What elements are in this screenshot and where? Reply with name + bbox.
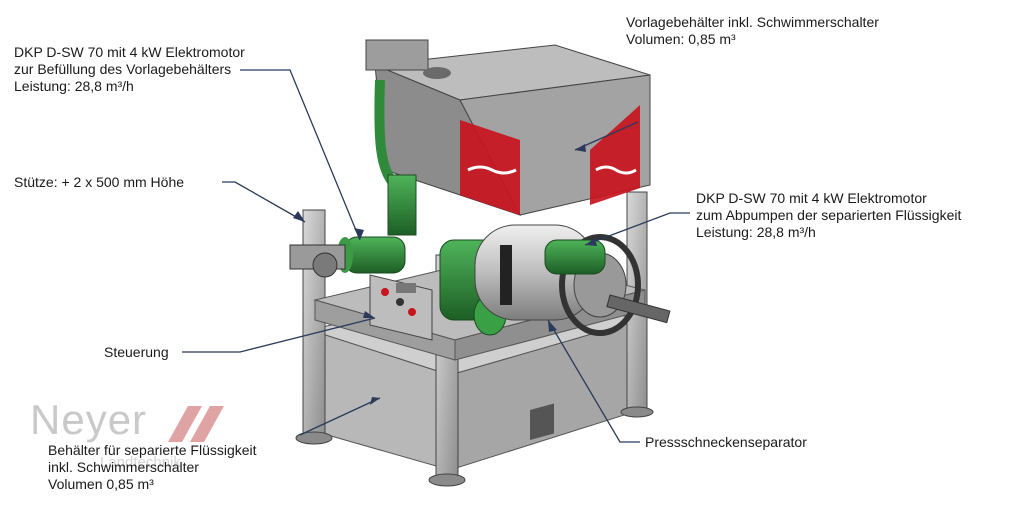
label-tank-bottom-line2: inkl. Schwimmerschalter	[48, 459, 199, 475]
label-separator: Pressschneckenseparator	[645, 434, 807, 450]
label-motor-fill: DKP D-SW 70 mit 4 kW Elektromotor zur Be…	[14, 44, 245, 95]
leader-control	[182, 317, 376, 353]
leg-front-left	[302, 209, 326, 439]
label-tank-bottom-line3: Volumen 0,85 m³	[48, 476, 154, 492]
label-motor-fill-line2: zur Befüllung des Vorlagebehälters	[14, 61, 232, 77]
label-motor-fill-line1: DKP D-SW 70 mit 4 kW Elektromotor	[14, 44, 245, 60]
label-motor-fill-line3: Leistung: 28,8 m³/h	[14, 78, 134, 94]
watermark-slashes-icon	[168, 406, 224, 442]
watermark: Neyer Landtechnik	[30, 396, 230, 471]
watermark-subtitle: Landtechnik	[100, 454, 181, 471]
leader-separator	[547, 319, 640, 443]
leader-motor-fill	[240, 69, 361, 241]
pump-motor-fill	[289, 236, 406, 278]
leader-tank-top	[574, 121, 639, 151]
leader-lines	[182, 69, 690, 443]
label-motor-drain-line3: Leistung: 28,8 m³/h	[696, 224, 816, 240]
leader-tank-bottom	[299, 397, 381, 436]
label-tank-top-line2: Volumen: 0,85 m³	[626, 31, 736, 47]
leader-motor-drain	[584, 212, 690, 246]
label-tank-top-line1: Vorlagebehälter inkl. Schwimmerschalter	[626, 14, 879, 30]
label-control: Steuerung	[104, 344, 169, 360]
label-motor-drain: DKP D-SW 70 mit 4 kW Elektromotor zum Ab…	[696, 190, 961, 241]
green-pipe	[374, 79, 417, 236]
label-tank-bottom-line1: Behälter für separierte Flüssigkeit	[48, 442, 257, 458]
pump-motor-drain	[544, 239, 606, 275]
top-tank	[365, 39, 651, 216]
label-motor-drain-line2: zum Abpumpen der separierten Flüssigkeit	[696, 207, 962, 223]
label-motor-drain-line1: DKP D-SW 70 mit 4 kW Elektromotor	[696, 190, 927, 206]
leader-support	[222, 181, 306, 223]
label-tank-top: Vorlagebehälter inkl. Schwimmerschalter …	[626, 14, 879, 48]
label-support: Stütze: + 2 x 500 mm Höhe	[14, 174, 185, 190]
label-tank-bottom: Behälter für separierte Flüssigkeit inkl…	[48, 442, 257, 493]
control-box	[369, 274, 433, 341]
watermark-logo: Neyer	[30, 396, 148, 443]
